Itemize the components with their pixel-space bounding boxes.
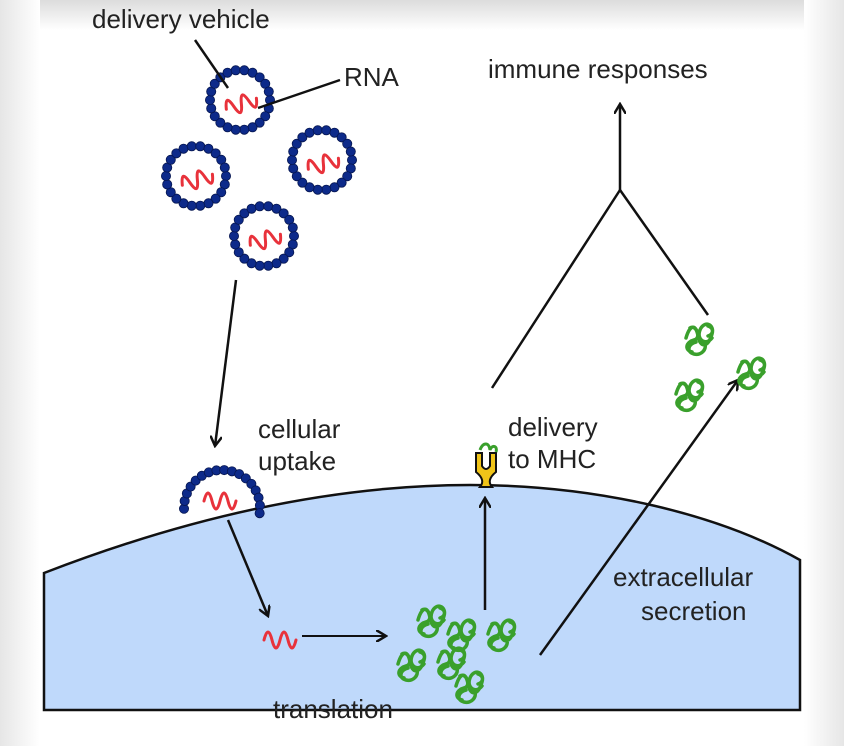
rna-leader [257,78,341,110]
window-frame-right [804,0,844,746]
secreted-proteins [674,322,767,413]
rna-uptake-icon [202,491,238,511]
delivery-vehicles [160,65,357,271]
delivery-vehicle-icon [160,141,231,211]
label-delivery-vehicle: delivery vehicle [92,4,270,34]
label-rna: RNA [344,62,400,92]
line-mhc-to-fork [490,189,622,389]
label-delivery-mhc-line1: delivery [508,412,598,442]
delivery-vehicle-leader [193,39,230,89]
protein-icon [684,322,715,357]
protein-icon [674,378,705,413]
delivery-vehicle-icon [286,125,357,195]
protein-icon [736,356,767,391]
label-cellular-uptake-line1: cellular [258,414,341,444]
label-translation: translation [273,694,393,724]
line-secreted-to-fork [618,189,710,316]
label-extracellular-line1: extracellular [613,562,754,592]
label-extracellular-line2: secretion [641,596,747,626]
uptake-vehicle [179,465,265,519]
cell-membrane [42,483,802,712]
mhc-icon [475,442,498,488]
delivery-vehicle-icon [228,201,299,271]
label-cellular-uptake-line2: uptake [258,446,336,476]
arrow-uptake-to-cytoplasm [226,519,268,616]
arrow-extracellular-secretion [538,380,738,656]
window-frame-top [0,0,844,30]
arrow-vehicle-to-uptake [215,279,238,446]
delivery-vehicle-icon [204,65,275,135]
window-frame-left [0,0,40,746]
label-immune-responses: immune responses [488,54,708,84]
label-delivery-mhc-line2: to MHC [508,444,596,474]
